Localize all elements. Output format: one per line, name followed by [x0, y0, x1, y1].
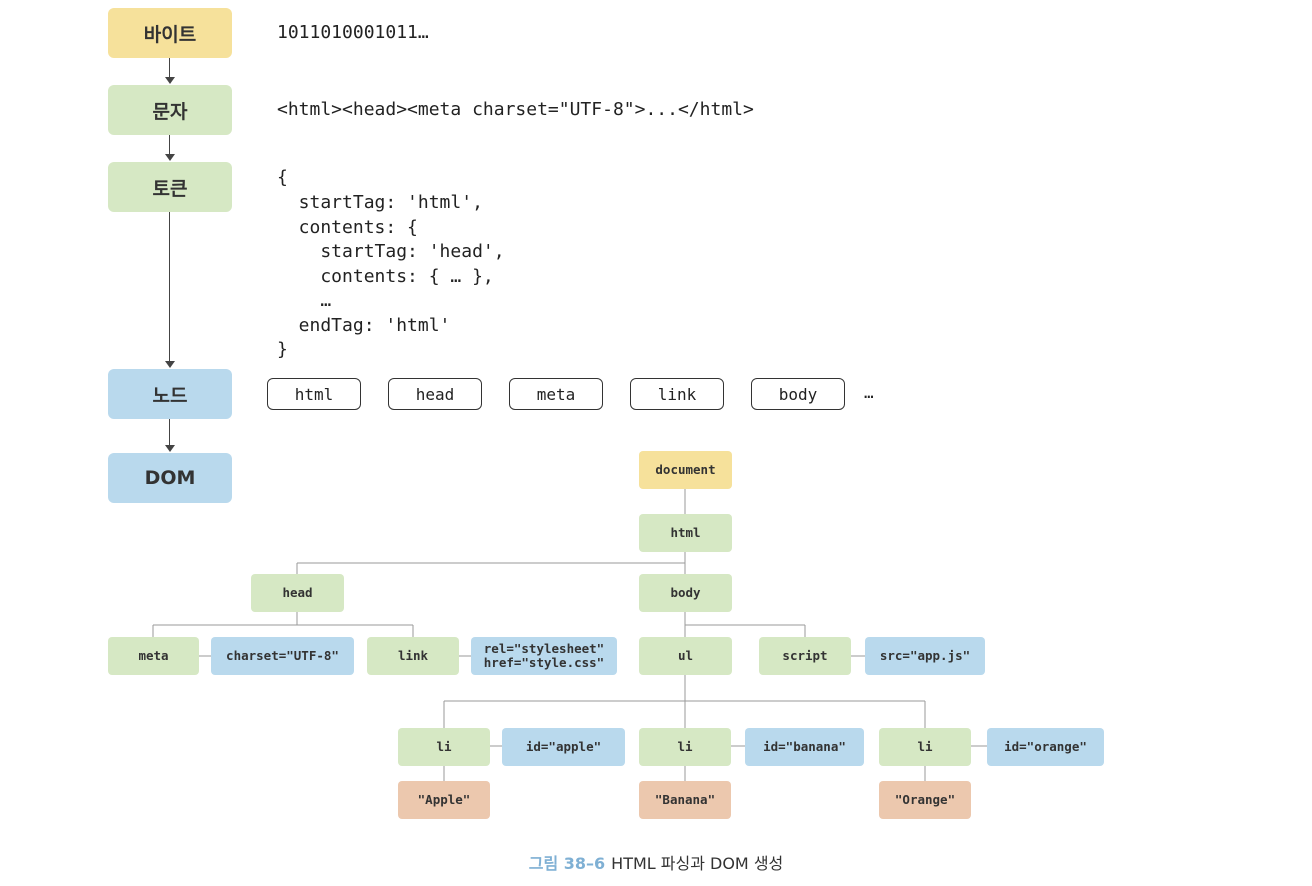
tree-document: document	[639, 451, 732, 489]
token-line: endTag: 'html'	[277, 315, 451, 336]
token-line: startTag: 'head',	[277, 241, 505, 262]
connector-line	[169, 135, 170, 155]
arrow-down-icon	[165, 77, 175, 84]
link-attr-href: href="style.css"	[483, 655, 605, 670]
tree-li-banana-attr: id="banana"	[745, 728, 864, 766]
tree-li-orange-attr: id="orange"	[987, 728, 1104, 766]
figure-caption: 그림 38–6 HTML 파싱과 DOM 생성	[0, 850, 1312, 874]
connector-line	[169, 419, 170, 446]
stage-bytes: 바이트	[108, 8, 232, 58]
connector-line	[169, 58, 170, 78]
tree-li-apple-attr: id="apple"	[502, 728, 625, 766]
tree-text-orange: "Orange"	[879, 781, 971, 819]
token-line: …	[277, 290, 332, 311]
tree-text-apple: "Apple"	[398, 781, 490, 819]
node-body: body	[751, 378, 845, 410]
bytes-text: 1011010001011…	[277, 22, 429, 43]
tree-link-attr: rel="stylesheet" href="style.css"	[471, 637, 617, 675]
tree-li-apple: li	[398, 728, 490, 766]
connector-line	[169, 212, 170, 362]
tree-body: body	[639, 574, 732, 612]
token-line: startTag: 'html',	[277, 192, 483, 213]
tree-script-attr: src="app.js"	[865, 637, 985, 675]
tree-text-banana: "Banana"	[639, 781, 731, 819]
node-head: head	[388, 378, 482, 410]
node-html: html	[267, 378, 361, 410]
token-line: {	[277, 167, 288, 188]
chars-text: <html><head><meta charset="UTF-8">...</h…	[277, 99, 754, 120]
figure-number: 그림 38–6	[528, 854, 606, 873]
token-line: }	[277, 339, 288, 360]
stage-chars: 문자	[108, 85, 232, 135]
arrow-down-icon	[165, 154, 175, 161]
tree-html: html	[639, 514, 732, 552]
tree-ul: ul	[639, 637, 732, 675]
tree-meta-attr: charset="UTF-8"	[211, 637, 354, 675]
node-ellipsis: …	[864, 383, 874, 402]
tree-head: head	[251, 574, 344, 612]
tree-li-banana: li	[639, 728, 731, 766]
tree-script: script	[759, 637, 851, 675]
tree-link: link	[367, 637, 459, 675]
stage-dom: DOM	[108, 453, 232, 503]
stage-nodes: 노드	[108, 369, 232, 419]
token-line: contents: { … },	[277, 266, 494, 287]
figure-title: HTML 파싱과 DOM 생성	[611, 854, 784, 873]
node-link: link	[630, 378, 724, 410]
node-meta: meta	[509, 378, 603, 410]
token-line: contents: {	[277, 217, 418, 238]
tree-meta: meta	[108, 637, 199, 675]
stage-tokens: 토큰	[108, 162, 232, 212]
tree-li-orange: li	[879, 728, 971, 766]
arrow-down-icon	[165, 445, 175, 452]
arrow-down-icon	[165, 361, 175, 368]
link-attr-rel: rel="stylesheet"	[483, 641, 605, 656]
